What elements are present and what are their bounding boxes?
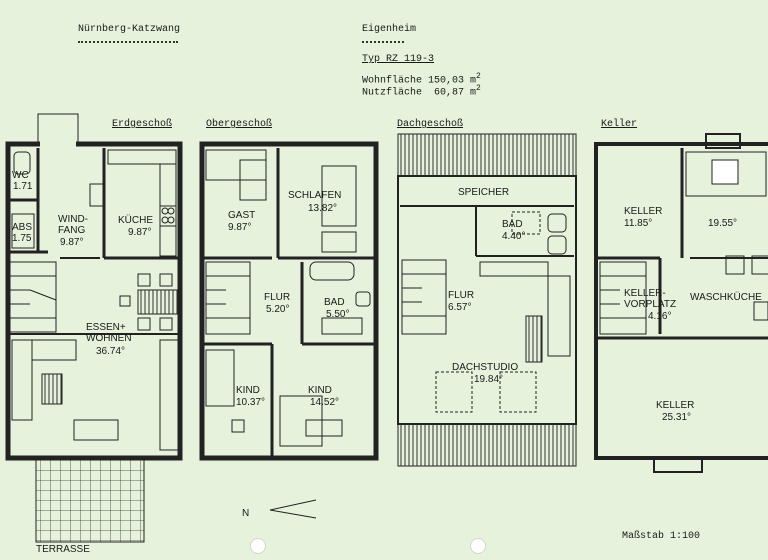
og-outer-wall [199, 141, 379, 461]
room-labels: WC 1.71 ABS 1.75 WIND- FANG 9.87° KÜCHE … [12, 170, 762, 555]
location-underline [78, 41, 178, 43]
dg-roof-back [397, 423, 577, 467]
area-keller-1: 11.85° [624, 218, 652, 229]
kg-stair [599, 261, 647, 335]
eg-outer-wall [5, 141, 183, 461]
massstab-label: Maßstab 1:100 [622, 531, 701, 542]
label-abs: ABS [12, 222, 32, 233]
label-essen-1: ESSEN+ [86, 322, 126, 333]
label-essen-2: WOHNEN [86, 333, 132, 344]
og-bed-kind [279, 395, 323, 447]
north-arrow [269, 499, 317, 519]
area-keller-3: 25.31° [662, 412, 691, 423]
label-windfang-1: WIND- [58, 214, 88, 225]
punch-hole-right [470, 538, 486, 554]
label-kind-2: KIND [308, 385, 332, 396]
eg-coffee-table [41, 373, 63, 405]
area-abs: 1.75 [12, 233, 32, 244]
area-flur-og: 5.20° [266, 304, 289, 315]
typ-label: Typ RZ 119-3 [362, 54, 435, 65]
og-stair [205, 261, 251, 335]
dg-roof-front [397, 133, 577, 177]
section-erdgeschoss: Erdgeschoß [112, 119, 173, 130]
area-kueche: 9.87° [128, 227, 151, 238]
section-obergeschoss: Obergeschoß [206, 119, 273, 130]
eg-table [137, 289, 179, 315]
area-bad-dg: 4.40° [502, 231, 525, 242]
eg-sofa [11, 339, 33, 421]
label-waschkueche: WASCHKÜCHE [690, 291, 762, 303]
label-keller-1: KELLER [624, 206, 662, 217]
label-dachstudio: DACHSTUDIO [452, 362, 518, 373]
area-gast: 9.87° [228, 222, 251, 233]
area-bad-og: 5.50° [326, 309, 349, 320]
plan-obergeschoss [199, 141, 379, 461]
label-bad-og: BAD [324, 297, 345, 308]
plan-erdgeschoss [5, 113, 183, 543]
label-kellervorplatz-2: VORPLATZ [624, 299, 676, 310]
type-underline [362, 41, 404, 43]
label-kueche: KÜCHE [118, 214, 153, 226]
area-schlafen: 13.82° [308, 203, 337, 214]
area-windfang: 9.87° [60, 237, 83, 248]
label-windfang-2: FANG [58, 225, 85, 236]
area-dachstudio: 19.84° [474, 374, 503, 385]
wohnflaeche-label: Wohnfläche 150,03 m2 [362, 72, 481, 87]
label-wc: WC [12, 170, 29, 181]
label-keller-3: KELLER [656, 400, 694, 411]
punch-hole-left [250, 538, 266, 554]
eg-stair [9, 261, 57, 333]
label-flur-dg: FLUR [448, 290, 474, 301]
nutzflaeche-label: Nutzfläche 60,87 m2 [362, 84, 481, 99]
plan-dachgeschoss [397, 133, 577, 467]
label-schlafen: SCHLAFEN [288, 190, 341, 201]
label-flur-og: FLUR [264, 292, 290, 303]
label-terrasse: TERRASSE [36, 544, 90, 555]
label-speicher: SPEICHER [458, 187, 509, 198]
label-bad-dg: BAD [502, 219, 523, 230]
section-keller: Keller [601, 119, 638, 130]
area-kind-2: 14.52° [310, 397, 339, 408]
label-gast: GAST [228, 210, 255, 221]
area-keller-2: 19.55° [708, 218, 737, 229]
dg-stair [401, 259, 447, 335]
area-wc: 1.71 [13, 181, 33, 192]
type-title: Eigenheim [362, 24, 417, 35]
terrace-grid [35, 459, 145, 543]
eg-entrance-canopy [37, 113, 79, 145]
location-title: Nürnberg-Katzwang [78, 24, 181, 35]
area-essen: 36.74° [96, 346, 125, 357]
area-kind-1: 10.37° [236, 397, 265, 408]
label-kellervorplatz-1: KELLER- [624, 288, 666, 299]
plan-keller [594, 133, 768, 473]
section-dachgeschoss: Dachgeschoß [397, 119, 464, 130]
area-flur-dg: 6.57° [448, 302, 471, 313]
label-kind-1: KIND [236, 385, 260, 396]
dg-outer-wall [397, 175, 577, 425]
north-label: N [242, 508, 249, 519]
og-bathtub [309, 261, 355, 281]
area-kellervorplatz: 4.16° [648, 311, 671, 322]
og-bed-schlafen [321, 165, 357, 227]
eg-kitchen-counter [107, 149, 177, 165]
